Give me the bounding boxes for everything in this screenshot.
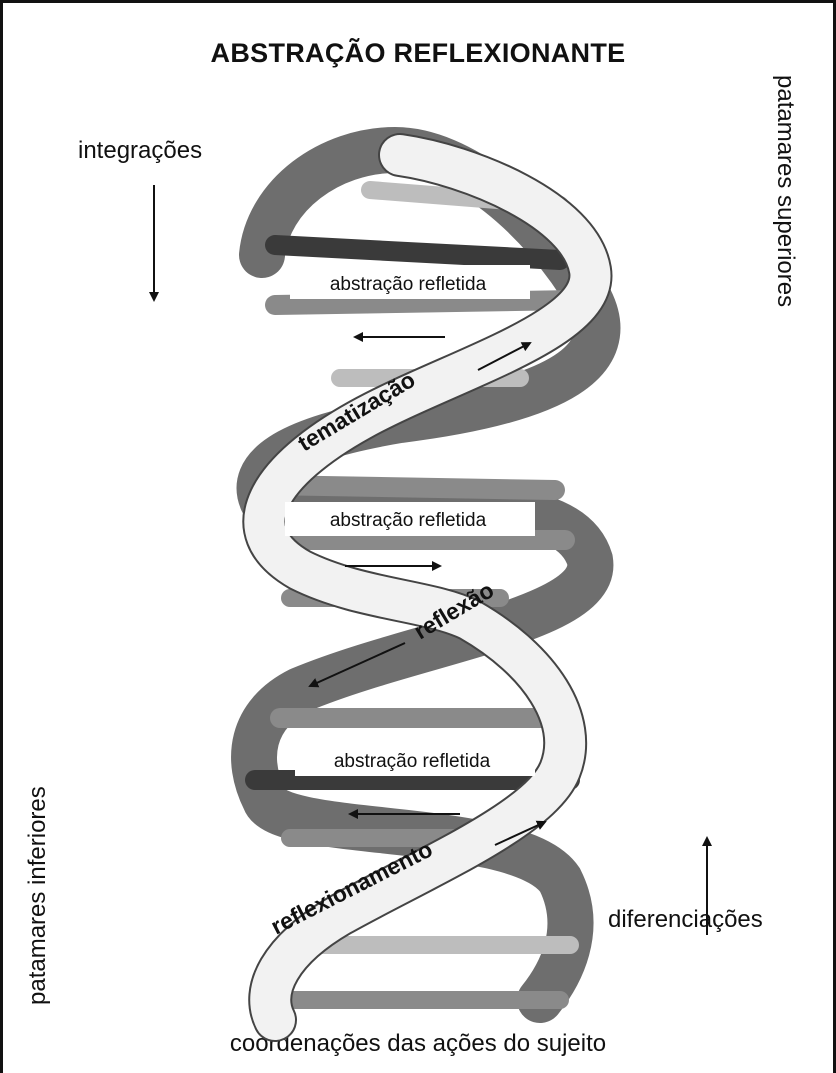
arrow-tematizacao [477,342,532,371]
diagram-title: ABSTRAÇÃO REFLEXIONANTE [210,38,626,68]
level-label-2: abstração refletida [330,510,487,531]
coordenacoes-label: coordenações das ações do sujeito [229,1030,607,1057]
diferenciacoes-label: diferenciações [608,906,763,933]
level-box-3 [295,742,535,776]
level-box-2 [285,502,535,536]
level-label-3: abstração refletida [334,751,491,772]
integracoes-label: integrações [78,137,203,164]
helix-light-strand-fill [244,135,611,1040]
arrow-reflexionamento [494,820,547,846]
level-label-1: abstração refletida [330,274,487,295]
arrow-reflexao [308,642,406,688]
level-box-1 [290,265,530,299]
